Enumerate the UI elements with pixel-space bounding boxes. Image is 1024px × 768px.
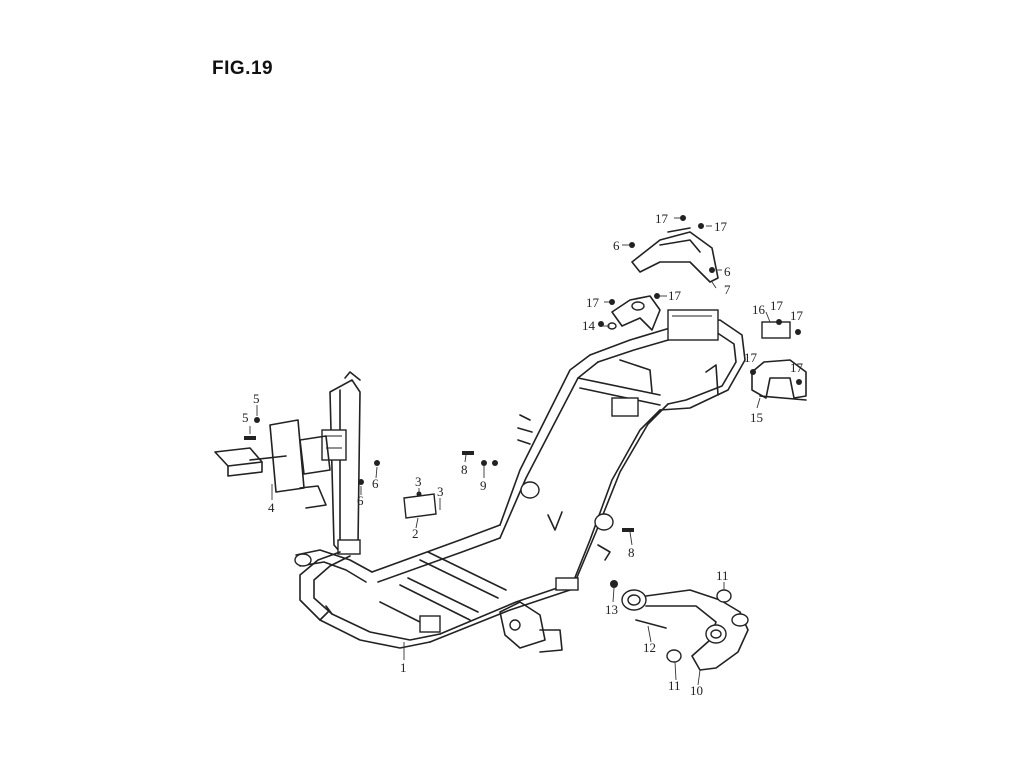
callout-17: 17 (668, 288, 682, 303)
callout-17: 17 (744, 350, 758, 365)
callout-6: 6 (613, 238, 620, 253)
bracket-part-14 (607, 295, 661, 331)
callout-9: 9 (480, 478, 487, 493)
callout-5: 5 (242, 410, 249, 425)
rear-bracket-part-15 (751, 321, 807, 401)
callout-17: 17 (655, 211, 669, 226)
callout-13: 13 (605, 602, 618, 617)
callout-11: 11 (716, 568, 729, 583)
callout-11: 11 (668, 678, 681, 693)
callout-17: 17 (790, 308, 804, 323)
callout-3: 3 (415, 474, 422, 489)
callout-6: 6 (372, 476, 379, 491)
callout-17: 17 (790, 360, 804, 375)
callout-5: 5 (253, 391, 260, 406)
callout-6: 6 (724, 264, 731, 279)
callout-10: 10 (690, 683, 703, 698)
callout-15: 15 (750, 410, 763, 425)
callout-3: 3 (437, 484, 444, 499)
leader-lines (249, 217, 771, 686)
callout-17: 17 (586, 295, 600, 310)
callout-17: 17 (770, 298, 784, 313)
main-frame (294, 309, 746, 653)
top-bracket-part-7 (631, 227, 719, 283)
callout-6: 6 (357, 493, 364, 508)
callout-2: 2 (412, 526, 419, 541)
swing-arm-part-10 (621, 589, 749, 671)
callout-8: 8 (461, 462, 468, 477)
callout-16: 16 (752, 302, 766, 317)
callout-17: 17 (714, 219, 728, 234)
callout-8: 8 (628, 545, 635, 560)
callout-1: 1 (400, 660, 407, 675)
figure-title: FIG.19 (212, 58, 274, 79)
plate-part-2 (403, 493, 437, 519)
callout-4: 4 (268, 500, 275, 515)
fasteners (244, 215, 802, 663)
front-bracket-assembly (214, 419, 331, 509)
callout-12: 12 (643, 640, 656, 655)
callout-7: 7 (724, 282, 731, 297)
callout-labels: 1 2 3 3 4 5 5 6 6 6 6 7 8 8 9 10 11 11 1… (242, 211, 804, 698)
callout-14: 14 (582, 318, 596, 333)
